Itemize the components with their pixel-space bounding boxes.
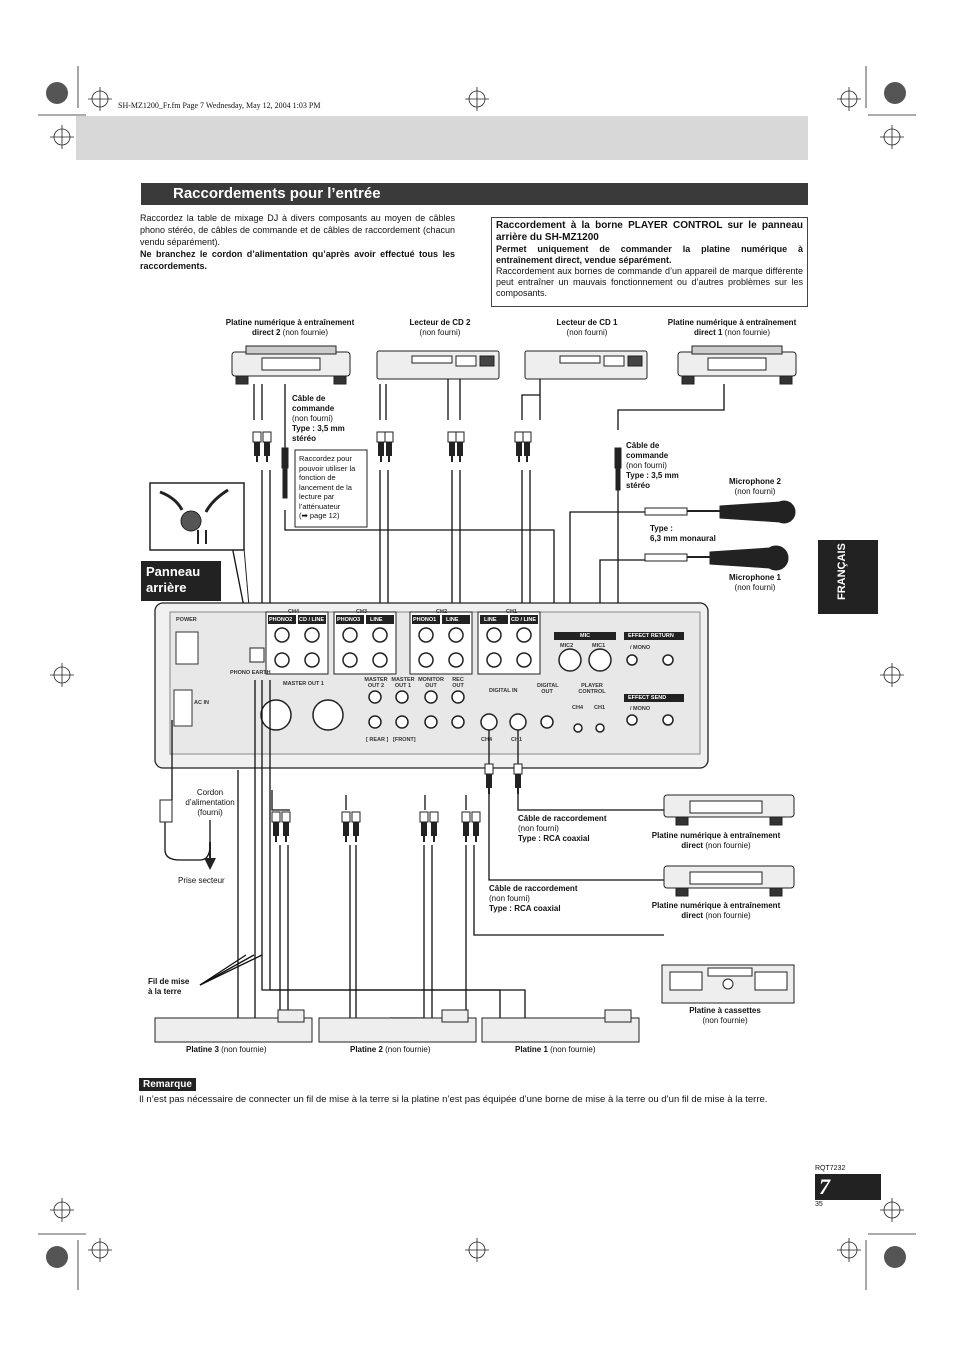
panel-pc-ch1: CH1 xyxy=(594,705,606,711)
remarque-tag: Remarque xyxy=(139,1078,196,1091)
panel-cd-line-4: CD / LINE xyxy=(299,617,325,623)
language-tab: FRANÇAIS xyxy=(818,540,878,614)
page-number: 7 xyxy=(815,1174,881,1200)
label-cd2: Lecteur de CD 2(non fourni) xyxy=(409,318,471,337)
panel-rec-out: REC OUT xyxy=(452,677,464,689)
rear-panel-device xyxy=(154,602,709,769)
label-mic-type: Type :6,3 mm monaural xyxy=(650,524,716,543)
panel-effect-return: EFFECT RETURN xyxy=(628,633,674,639)
panel-mic1: MIC1 xyxy=(592,643,606,649)
header-band xyxy=(76,116,808,160)
turntable-direct2-device xyxy=(231,345,351,385)
sub-page-number: 35 xyxy=(815,1201,823,1208)
cassette-deck xyxy=(661,964,795,1004)
note-text: Raccordement aux bornes de commande d’un… xyxy=(496,266,803,298)
label-cassette: Platine à cassettes(non fournie) xyxy=(689,1006,761,1025)
label-prise: Prise secteur xyxy=(178,876,225,885)
label-platine1: Platine 1 (non fournie) xyxy=(515,1045,596,1054)
turntable-direct-a xyxy=(663,794,795,826)
power-label: POWER xyxy=(176,617,197,623)
player-control-note: Raccordement à la borne PLAYER CONTROL s… xyxy=(491,217,808,307)
panel-monitor-out: MONITOR OUT xyxy=(418,677,444,689)
label-platine2: Platine 2 (non fournie) xyxy=(350,1045,431,1054)
cd2-device xyxy=(376,350,500,380)
panel-ch1: CH1 xyxy=(506,609,518,615)
microphone-1 xyxy=(644,545,789,571)
panel-mic2: MIC2 xyxy=(560,643,574,649)
intro-paragraph: Raccordez la table de mixage DJ à divers… xyxy=(140,213,455,247)
panel-digital-in: DIGITAL IN xyxy=(489,688,518,694)
microphone-2 xyxy=(644,500,796,524)
turntable-direct-b xyxy=(663,865,795,897)
panel-mic: MIC xyxy=(580,633,591,639)
panel-phono1: PHONO1 xyxy=(413,617,437,623)
label-rca-cable-2: Câble de raccordement(non fourni)Type : … xyxy=(489,884,578,913)
panel-phono2: PHONO2 xyxy=(269,617,293,623)
label-cd1: Lecteur de CD 1(non fourni) xyxy=(556,318,618,337)
panel-din-ch4: CH4 xyxy=(481,737,493,743)
panel-master-out1b: MASTER OUT 1 xyxy=(391,677,415,689)
panel-line-2: LINE xyxy=(446,617,459,623)
panel-phono3: PHONO3 xyxy=(337,617,361,623)
section-title: Raccordements pour l’entrée xyxy=(141,183,808,205)
panel-din-ch1: CH1 xyxy=(511,737,523,743)
intro-text: Raccordez la table de mixage DJ à divers… xyxy=(140,212,455,272)
panel-master-out2: MASTER OUT 2 xyxy=(364,677,388,689)
panel-effect-send: EFFECT SEND xyxy=(628,695,667,701)
panel-ac-in: AC IN xyxy=(194,700,209,706)
panel-ch3: CH3 xyxy=(356,609,368,615)
earth-terminal-inset xyxy=(149,482,245,551)
callout-box xyxy=(294,449,368,528)
panel-phono-earth: PHONO EARTH xyxy=(230,670,271,676)
turntable-direct1-device xyxy=(677,345,797,385)
note-title: Raccordement à la borne PLAYER CONTROL s… xyxy=(496,220,803,243)
cd1-device xyxy=(524,350,648,380)
panel-mono-return: / MONO xyxy=(630,645,651,651)
panel-front: [FRONT] xyxy=(393,737,416,743)
note-bold: Permet uniquement de commander la platin… xyxy=(496,244,803,265)
remarque-text: Il n’est pas nécessaire de connecter un … xyxy=(139,1094,768,1105)
file-info: SH-MZ1200_Fr.fm Page 7 Wednesday, May 12… xyxy=(118,101,321,110)
document-code: RQT7232 xyxy=(815,1165,846,1172)
panel-line-1: LINE xyxy=(484,617,497,623)
panel-mono-send: / MONO xyxy=(630,706,651,712)
panel-master-out1: MASTER OUT 1 xyxy=(283,681,324,687)
label-mic2: Microphone 2(non fourni) xyxy=(728,477,781,496)
panel-rear: [ REAR ] xyxy=(366,737,389,743)
label-mic1: Microphone 1(non fourni) xyxy=(728,573,781,592)
panel-player-control: PLAYER CONTROL xyxy=(578,683,606,695)
panel-cd-line-1: CD / LINE xyxy=(511,617,537,623)
panel-ch4: CH4 xyxy=(288,609,300,615)
panel-line-3: LINE xyxy=(370,617,383,623)
panel-pc-ch4: CH4 xyxy=(572,705,584,711)
label-platine3: Platine 3 (non fournie) xyxy=(186,1045,267,1054)
intro-warning: Ne branchez le cordon d’alimentation qu’… xyxy=(140,249,455,271)
panel-digital-out: DIGITAL OUT xyxy=(537,683,559,695)
label-rca-cable-1: Câble de raccordement(non fourni)Type : … xyxy=(518,814,607,843)
panel-ch2: CH2 xyxy=(436,609,448,615)
